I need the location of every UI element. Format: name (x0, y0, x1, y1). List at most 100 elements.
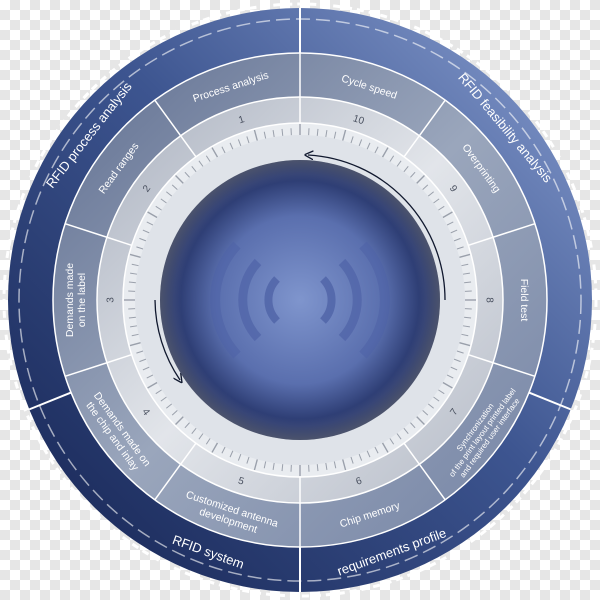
tick-mark (198, 160, 204, 167)
tick-mark (272, 130, 275, 138)
step-number-dividers (106, 97, 494, 503)
tick-mark (166, 191, 173, 197)
tick-mark (155, 389, 162, 395)
tick-mark (462, 272, 470, 275)
step-segment-divider (64, 362, 108, 378)
tick-mark (316, 128, 319, 136)
tick-mark (139, 358, 147, 363)
tick-mark (422, 184, 429, 190)
tick-mark (442, 381, 453, 389)
tick-mark (374, 446, 379, 454)
tick-marks (124, 124, 476, 476)
tick-mark (136, 246, 144, 250)
tick-mark (191, 166, 197, 173)
tick-mark (342, 459, 347, 471)
step-label-8: Field test (518, 279, 530, 322)
tick-mark (316, 464, 319, 472)
tick-mark (433, 198, 440, 204)
tick-mark (253, 129, 258, 141)
tick-mark (416, 175, 425, 184)
tick-mark (160, 396, 167, 402)
tick-mark (131, 333, 139, 337)
tick-mark (325, 462, 328, 470)
tick-mark (374, 146, 379, 154)
tick-mark (155, 205, 162, 211)
tick-mark (221, 146, 226, 154)
tick-mark (453, 358, 461, 363)
tick-mark (350, 456, 354, 464)
step-number-3: 3 (106, 297, 117, 303)
tick-mark (464, 316, 472, 319)
step-segment-divider (418, 463, 446, 501)
step-segment-divider (64, 222, 108, 238)
tick-mark (263, 461, 267, 469)
tick-mark (281, 464, 284, 472)
tick-mark (175, 175, 184, 184)
tick-mark (453, 237, 461, 242)
tick-mark (396, 433, 402, 440)
step-segment-divider (154, 463, 182, 501)
tick-mark (438, 205, 445, 211)
tick-mark (450, 366, 458, 371)
tick-mark (462, 325, 470, 328)
tick-mark (205, 438, 211, 445)
tick-mark (198, 433, 204, 440)
step-label-3-line: Demands made (64, 263, 76, 337)
tick-mark (136, 350, 144, 354)
tick-mark (205, 155, 211, 162)
tick-mark (416, 416, 425, 425)
step-number-8: 8 (484, 297, 495, 303)
tick-mark (325, 130, 328, 138)
tick-mark (461, 333, 469, 337)
tick-mark (461, 263, 469, 267)
tick-mark (184, 422, 190, 429)
step-number-7: 7 (448, 406, 460, 417)
tick-mark (191, 427, 197, 434)
tick-mark (459, 342, 471, 347)
outer-ring-divider (528, 391, 572, 411)
tick-mark (456, 246, 464, 250)
tick-mark (128, 316, 136, 319)
tick-mark (146, 374, 154, 379)
step-segment-divider (492, 222, 536, 238)
step-number-10: 10 (351, 113, 365, 127)
tick-mark (229, 142, 234, 150)
tick-mark (128, 281, 136, 284)
step-label-3: Demands madeon the label (64, 263, 88, 337)
tick-mark (166, 403, 173, 409)
tick-mark (459, 253, 471, 258)
step-number-divider (180, 135, 197, 158)
step-number-divider (106, 353, 132, 364)
cycle-arrow-left (154, 299, 180, 380)
tick-mark (433, 396, 440, 402)
tick-mark (456, 350, 464, 354)
tick-mark (389, 438, 395, 445)
tick-mark (358, 453, 363, 461)
tick-mark (358, 139, 363, 147)
tick-mark (396, 160, 402, 167)
step-number-9: 9 (447, 183, 459, 194)
tick-mark (333, 131, 337, 139)
tick-mark (366, 142, 371, 150)
step-number-2: 2 (141, 183, 153, 194)
tick-mark (130, 325, 138, 328)
tick-mark (147, 211, 158, 219)
step-number-divider (180, 442, 197, 465)
step-segment-dividers (64, 53, 536, 547)
tick-mark (129, 253, 141, 258)
step-number-6: 6 (355, 475, 364, 487)
tick-mark (211, 147, 219, 158)
tick-mark (446, 221, 454, 226)
tick-mark (410, 171, 416, 178)
tick-mark (171, 410, 178, 416)
tick-mark (446, 374, 454, 379)
step-number-divider (403, 442, 420, 465)
tick-mark (253, 459, 258, 471)
step-number-divider (403, 135, 420, 158)
tick-mark (237, 453, 242, 461)
step-segment-divider (418, 99, 446, 137)
step-number-divider (468, 236, 494, 247)
tick-mark (366, 450, 371, 458)
